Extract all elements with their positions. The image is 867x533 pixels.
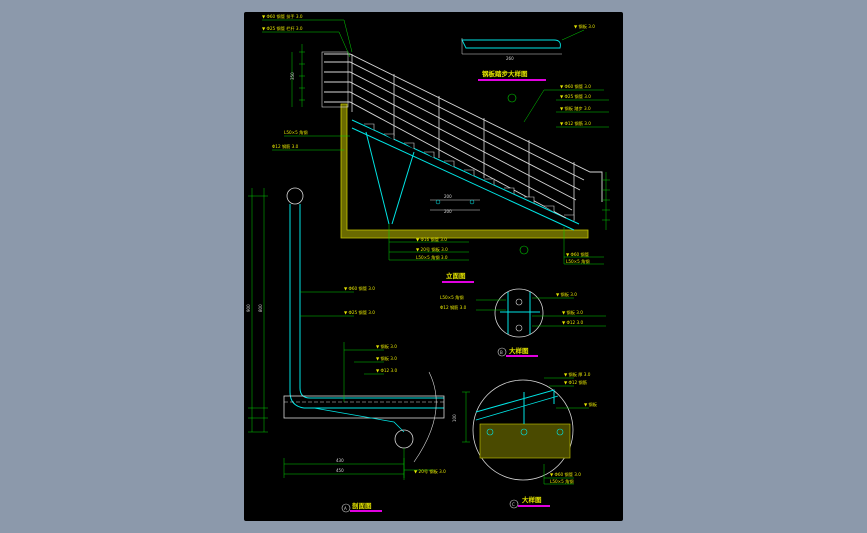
strut-1	[365, 131, 390, 225]
note-3: L50×5 角钢	[284, 129, 308, 136]
section-marker-bottom	[519, 245, 529, 255]
dim-200a: 200	[444, 194, 452, 199]
note-7: ▼ 钢板 踏步 3.0	[560, 105, 591, 112]
note-a1: ▼ Φ60 钢管 3.0	[344, 285, 375, 292]
note-11: L50×5 角钢 3.0	[416, 254, 448, 261]
concrete-hatch	[340, 103, 589, 239]
note-10: ▼ 20号 钢板 3.0	[416, 246, 448, 253]
note-4: Φ12 钢筋 3.0	[272, 143, 299, 150]
elevation-view: ▼ Φ60 钢管 扶手 3.0 ▼ Φ25 钢管 栏杆 3.0 L50×5 角钢…	[262, 13, 610, 283]
note-c1: ▼ 钢板 厚 3.0	[564, 371, 591, 378]
post-top-circle	[286, 187, 304, 205]
section-a-view: 900 800 430 450 ▼ Φ60 钢管 3.0 ▼ Φ25 钢管 3.…	[246, 187, 446, 513]
detail-c-view: 100 ▼ 钢板 厚 3.0 ▼ Φ12 钢筋 ▼ 钢板 ▼ Φ60 钢管 3.…	[452, 371, 598, 509]
dim-900: 900	[246, 304, 251, 312]
detail-b-view: L50×5 角钢 Φ12 钢筋 3.0 ▼ 钢板 3.0 ▼ 钢板 3.0 ▼ …	[440, 288, 606, 357]
note-b5: ▼ Φ12 3.0	[562, 320, 584, 325]
note-b4: ▼ 钢板 3.0	[562, 309, 583, 316]
marker-a-circle	[341, 503, 351, 513]
stringer-tube	[394, 429, 414, 449]
dim-450: 450	[336, 468, 344, 473]
stringer-section	[313, 407, 405, 433]
note-1: ▼ Φ60 钢管 扶手 3.0	[262, 13, 303, 20]
leaders-bottom	[388, 224, 604, 265]
strut-2	[391, 151, 415, 225]
dim-800: 800	[258, 304, 263, 312]
leaders-top-left	[262, 19, 353, 151]
note-c4: ▼ Φ60 钢管 3.0	[550, 471, 581, 478]
detail-b-title: 大样图	[509, 346, 529, 355]
detail-b-circle	[494, 288, 544, 338]
slab	[283, 395, 445, 419]
cad-drawing: ▼ Φ60 钢管 扶手 3.0 ▼ Φ25 钢管 栏杆 3.0 L50×5 角钢…	[246, 13, 610, 513]
handrail-bars	[324, 53, 603, 219]
note-8: ▼ Φ12 钢筋 3.0	[560, 120, 591, 127]
landing-block	[321, 51, 349, 108]
dim-350: 350	[290, 72, 295, 80]
note-2: ▼ Φ25 钢管 栏杆 3.0	[262, 25, 303, 32]
note-b2: Φ12 钢筋 3.0	[440, 304, 467, 311]
note-9: ▼ Φ16 钢管 3.0	[416, 236, 447, 243]
note-12: ▼ Φ60 钢管	[566, 251, 589, 258]
detail-c-title: 大样图	[522, 495, 542, 504]
railing-posts	[351, 54, 575, 220]
note-6: ▼ Φ25 钢管 3.0	[560, 93, 591, 100]
marker-b-circle	[497, 347, 507, 357]
marker-a: A	[344, 506, 347, 511]
post-outer	[289, 204, 444, 409]
note-5: ▼ Φ60 钢管 3.0	[560, 83, 591, 90]
bolt-detail	[430, 199, 480, 211]
step-treads	[364, 123, 575, 221]
note-c2: ▼ Φ12 钢筋	[564, 379, 587, 386]
note-c5: L50×5 角钢	[550, 478, 574, 485]
section-a-dims	[248, 188, 405, 478]
tread-profile	[461, 39, 561, 49]
section-marker-top	[507, 93, 517, 103]
note-c3: ▼ 钢板	[584, 401, 598, 408]
detail-b-leaders	[476, 297, 606, 327]
note-a5: ▼ Φ12 3.0	[376, 368, 398, 373]
right-dimension-chain	[602, 172, 610, 230]
note-a4: ▼ 钢板 3.0	[376, 355, 397, 362]
leaders-right	[523, 89, 609, 128]
section-a-leaders	[300, 291, 434, 480]
detail-c-leaders	[543, 377, 589, 485]
break-line	[413, 371, 437, 463]
detail-c-hatch	[479, 423, 571, 459]
detail-c-circle	[472, 379, 574, 481]
dim-200b: 200	[444, 209, 452, 214]
dim-430: 430	[336, 458, 344, 463]
left-dimension-chain	[291, 44, 305, 107]
elevation-title: 立面图	[446, 271, 466, 280]
tread-detail: 260 ▼ 钢板 3.0 钢板踏步大样图	[461, 23, 595, 81]
note-a6: ▼ 20号 钢板 3.0	[414, 468, 446, 475]
marker-b: B	[500, 350, 503, 355]
tread-detail-title: 钢板踏步大样图	[482, 69, 528, 78]
stringer-bottom	[351, 127, 575, 231]
drawing-sheet: ▼ Φ60 钢管 扶手 3.0 ▼ Φ25 钢管 栏杆 3.0 L50×5 角钢…	[244, 12, 623, 521]
note-b3: ▼ 钢板 3.0	[556, 291, 577, 298]
post-inner	[299, 204, 444, 399]
note-a3: ▼ 钢板 3.0	[376, 343, 397, 350]
note-a2: ▼ Φ25 钢管 3.0	[344, 309, 375, 316]
tread-width-label: 260	[506, 56, 514, 61]
marker-c: C	[512, 502, 515, 507]
marker-c-circle	[509, 499, 519, 509]
detail-c-dims	[462, 391, 470, 443]
note-b1: L50×5 角钢	[440, 294, 464, 301]
note-13: L50×5 角钢	[566, 258, 590, 265]
tread-note: ▼ 钢板 3.0	[574, 23, 595, 30]
dim-100: 100	[452, 414, 457, 422]
section-a-title: 剖面图	[352, 501, 372, 510]
